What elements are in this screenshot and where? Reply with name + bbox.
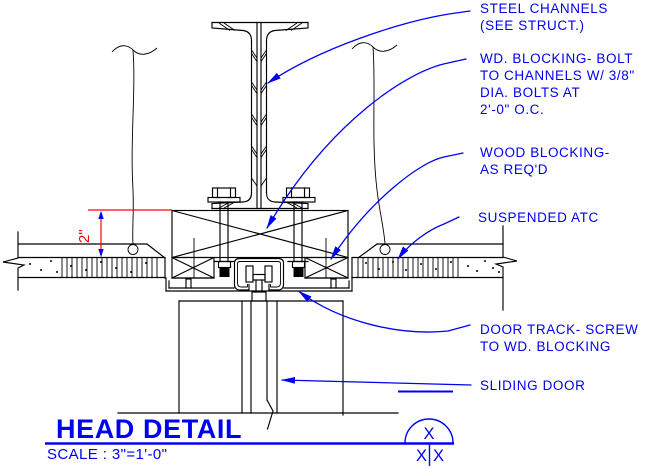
annotations: STEEL CHANNELS (SEE STRUCT.) WD. BLOCKIN…: [478, 1, 638, 393]
label-steel-channels-1: STEEL CHANNELS: [480, 1, 608, 16]
suspended-ceiling-left: [17, 243, 166, 279]
main-wood-blocking: [171, 209, 349, 278]
drawing-title: HEAD DETAIL: [56, 414, 242, 444]
label-door-track-2: TO WD. BLOCKING: [480, 339, 611, 354]
symbol-sheet-right: X: [433, 447, 444, 465]
leader-wood-blocking: [330, 152, 464, 260]
label-suspended-atc: SUSPENDED ATC: [478, 210, 599, 225]
label-wd-blocking-2: TO CHANNELS W/ 3/8": [480, 68, 635, 83]
leader-sliding-door: [281, 376, 472, 386]
label-sliding-door: SLIDING DOOR: [480, 378, 585, 393]
atc-speckle-dots: [29, 260, 500, 273]
label-wood-blocking-1: WOOD BLOCKING-: [480, 145, 610, 160]
atc-hatch-left: [61, 258, 158, 277]
symbol-detail-number: X: [423, 425, 434, 443]
detail-reference-symbol: X X X: [398, 390, 454, 466]
lower-wood-blocking-left: [171, 256, 215, 279]
track-roller-hanger: [245, 265, 273, 302]
flange-hatch: [218, 22, 303, 209]
web-chevron-hatch: [251, 49, 267, 187]
label-wood-blocking-2: AS REQ'D: [480, 162, 548, 177]
door-break-line: [266, 399, 274, 430]
sliding-door-section: [117, 300, 399, 430]
steel-channel-section: [211, 21, 309, 210]
label-steel-channels-2: (SEE STRUCT.): [480, 18, 585, 33]
hanger-wire-left: [111, 45, 158, 255]
break-line-right: [493, 225, 518, 311]
symbol-half-circle: [404, 418, 454, 444]
leader-door-track: [298, 290, 471, 333]
leader-suspended-atc: [397, 216, 460, 260]
lower-wood-blocking-right: [304, 256, 349, 279]
bolt-right: [282, 187, 316, 277]
ceiling-trim: [165, 277, 353, 292]
dimension-2in: 2": [76, 209, 172, 258]
label-wd-blocking-4: 2'-0" O.C.: [480, 102, 544, 117]
atc-hatch-right: [357, 258, 459, 277]
scale-note: SCALE : 3"=1'-0": [47, 446, 167, 463]
title-block: HEAD DETAIL SCALE : 3"=1'-0": [45, 414, 454, 463]
label-wd-blocking-1: WD. BLOCKING- BOLT: [480, 51, 633, 66]
label-door-track-1: DOOR TRACK- SCREW: [480, 322, 638, 337]
leader-lines: [266, 10, 472, 386]
bolt-left: [207, 187, 241, 277]
door-track-profile: [233, 257, 285, 302]
break-line-left: [2, 231, 26, 291]
symbol-sheet-left: X: [416, 447, 427, 465]
suspended-ceiling-right: [351, 243, 504, 279]
leader-wd-blocking-bolt: [266, 58, 467, 229]
label-wd-blocking-3: DIA. BOLTS AT: [480, 85, 580, 100]
hanger-wire-right: [351, 42, 398, 255]
dimension-text: 2": [76, 229, 93, 243]
leader-steel-channels: [267, 10, 471, 84]
